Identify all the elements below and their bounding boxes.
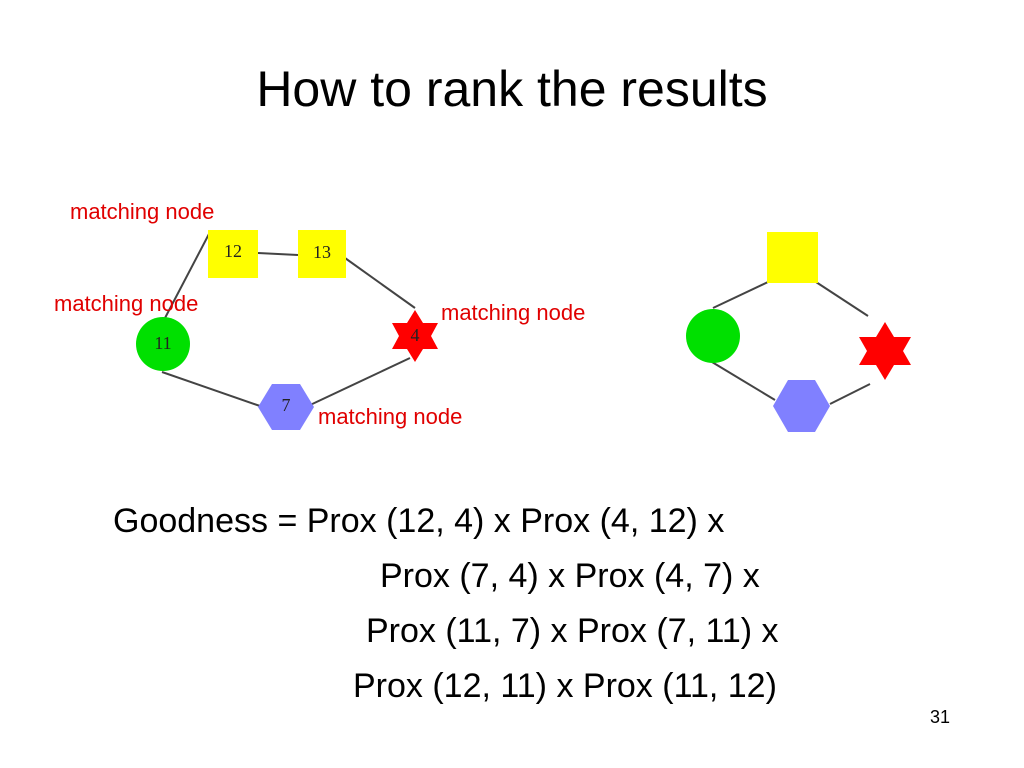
node-12-square: 12 [208,230,258,278]
formula-line-1: Goodness = Prox (12, 4) x Prox (4, 12) x [113,502,725,540]
formula-line-3: Prox (11, 7) x Prox (7, 11) x [366,612,779,650]
edge-hexagon-star [829,383,871,405]
formula-line-4: Prox (12, 11) x Prox (11, 12) [353,667,777,705]
node-4-label: 4 [411,325,420,345]
edge-7-4 [307,357,411,407]
node-13-square: 13 [298,230,346,278]
matching-node-label-right: matching node [441,300,585,325]
edge-13-4 [344,257,416,309]
matching-node-label-bottom: matching node [318,404,462,429]
node-11-label: 11 [154,333,171,353]
node-13-label: 13 [313,242,331,262]
matching-node-label-left: matching node [54,291,198,316]
edge-circle-hexagon [711,361,776,401]
right-square-node [767,232,818,283]
right-hexagon-node [773,380,830,432]
right-circle-node [686,309,740,363]
edge-square-circle [712,281,769,309]
edge-11-7 [161,371,261,407]
matching-node-label-top: matching node [70,199,214,224]
page-number: 31 [930,707,951,727]
node-7-label: 7 [282,395,291,415]
formula-line-2: Prox (7, 4) x Prox (4, 7) x [380,557,760,595]
edge-12-13 [257,252,299,256]
node-4-star: 4 [392,310,438,362]
node-7-hexagon: 7 [258,384,314,430]
right-star-node [859,322,911,380]
edge-square-star [815,281,869,317]
slide-title: How to rank the results [256,61,768,117]
edge-12-11 [164,231,211,319]
node-12-label: 12 [224,241,242,261]
node-11-circle: 11 [136,317,190,371]
